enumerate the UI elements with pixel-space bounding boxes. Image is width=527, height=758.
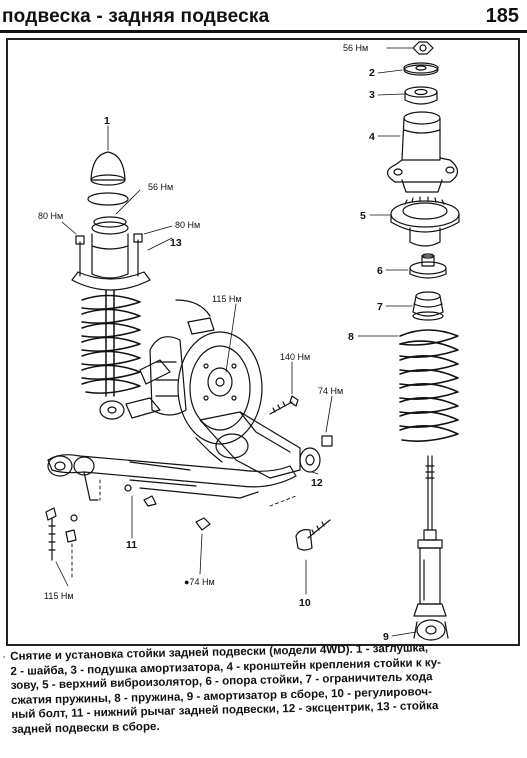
strut-seat-part-6: [409, 253, 447, 279]
header-rule: [0, 30, 527, 33]
upper-insulator-part-5: [390, 196, 460, 247]
figure-frame: [6, 38, 520, 646]
assembly-guide-lines: [71, 479, 297, 581]
cap-part-1: [87, 151, 129, 206]
section-title: подвеска - задняя подвеска: [2, 6, 270, 27]
callout-10: 10: [299, 597, 311, 609]
leader-lines: [55, 47, 417, 637]
strut-lower-eye: [99, 400, 125, 420]
eccentric-part-12: [299, 435, 333, 473]
callout-7: 7: [377, 301, 383, 313]
callout-13: 13: [170, 237, 182, 249]
callout-3: 3: [369, 89, 375, 101]
torque-74nm-bottom: ●74 Нм: [184, 577, 215, 587]
torque-80nm-right: 80 Нм: [175, 220, 200, 230]
callout-1: 1: [104, 115, 110, 127]
strut-coil-spring: [81, 289, 141, 397]
nut-74nm: [143, 495, 211, 531]
bolt-115nm-bottom: [45, 507, 78, 561]
strut-upper-mount: [71, 216, 151, 291]
callout-11: 11: [126, 539, 137, 551]
hub-and-brake-disc: [125, 299, 263, 445]
callout-9: 9: [383, 631, 389, 643]
torque-56nm-mount: 56 Нм: [148, 182, 173, 192]
caption-marker: ·: [2, 650, 7, 664]
torque-140nm: 140 Нм: [280, 352, 310, 362]
torque-115nm-hub: 115 Нм: [212, 294, 242, 304]
mount-bracket-part-4: [386, 111, 459, 193]
torque-80nm-left: 80 Нм: [38, 211, 63, 221]
cushion-part-3: [404, 86, 438, 105]
top-nut: [412, 41, 434, 55]
callout-12: 12: [311, 477, 323, 489]
page-header: подвеска - задняя подвеска 185: [0, 0, 527, 34]
callout-6: 6: [377, 265, 383, 277]
torque-115nm-bottom: 115 Нм: [44, 591, 74, 601]
coil-spring-part-8: [399, 329, 459, 442]
shock-absorber-part-9: [413, 455, 449, 641]
bump-stop-part-7: [412, 291, 444, 321]
bolt-part-10: [295, 519, 331, 551]
callout-2: 2: [369, 67, 375, 79]
torque-56nm-top: 56 Нм: [343, 43, 368, 53]
bolt-140nm: [269, 395, 299, 415]
page-number: 185: [485, 5, 519, 27]
callout-4: 4: [369, 131, 375, 143]
callout-5: 5: [360, 210, 366, 222]
torque-74nm-right: 74 Нм: [318, 386, 343, 396]
callout-8: 8: [348, 331, 354, 343]
washer-part-2: [403, 62, 439, 76]
figure-caption: · Снятие и установка стойки задней подве…: [2, 639, 524, 737]
lower-control-arm-part-11: [47, 411, 301, 501]
